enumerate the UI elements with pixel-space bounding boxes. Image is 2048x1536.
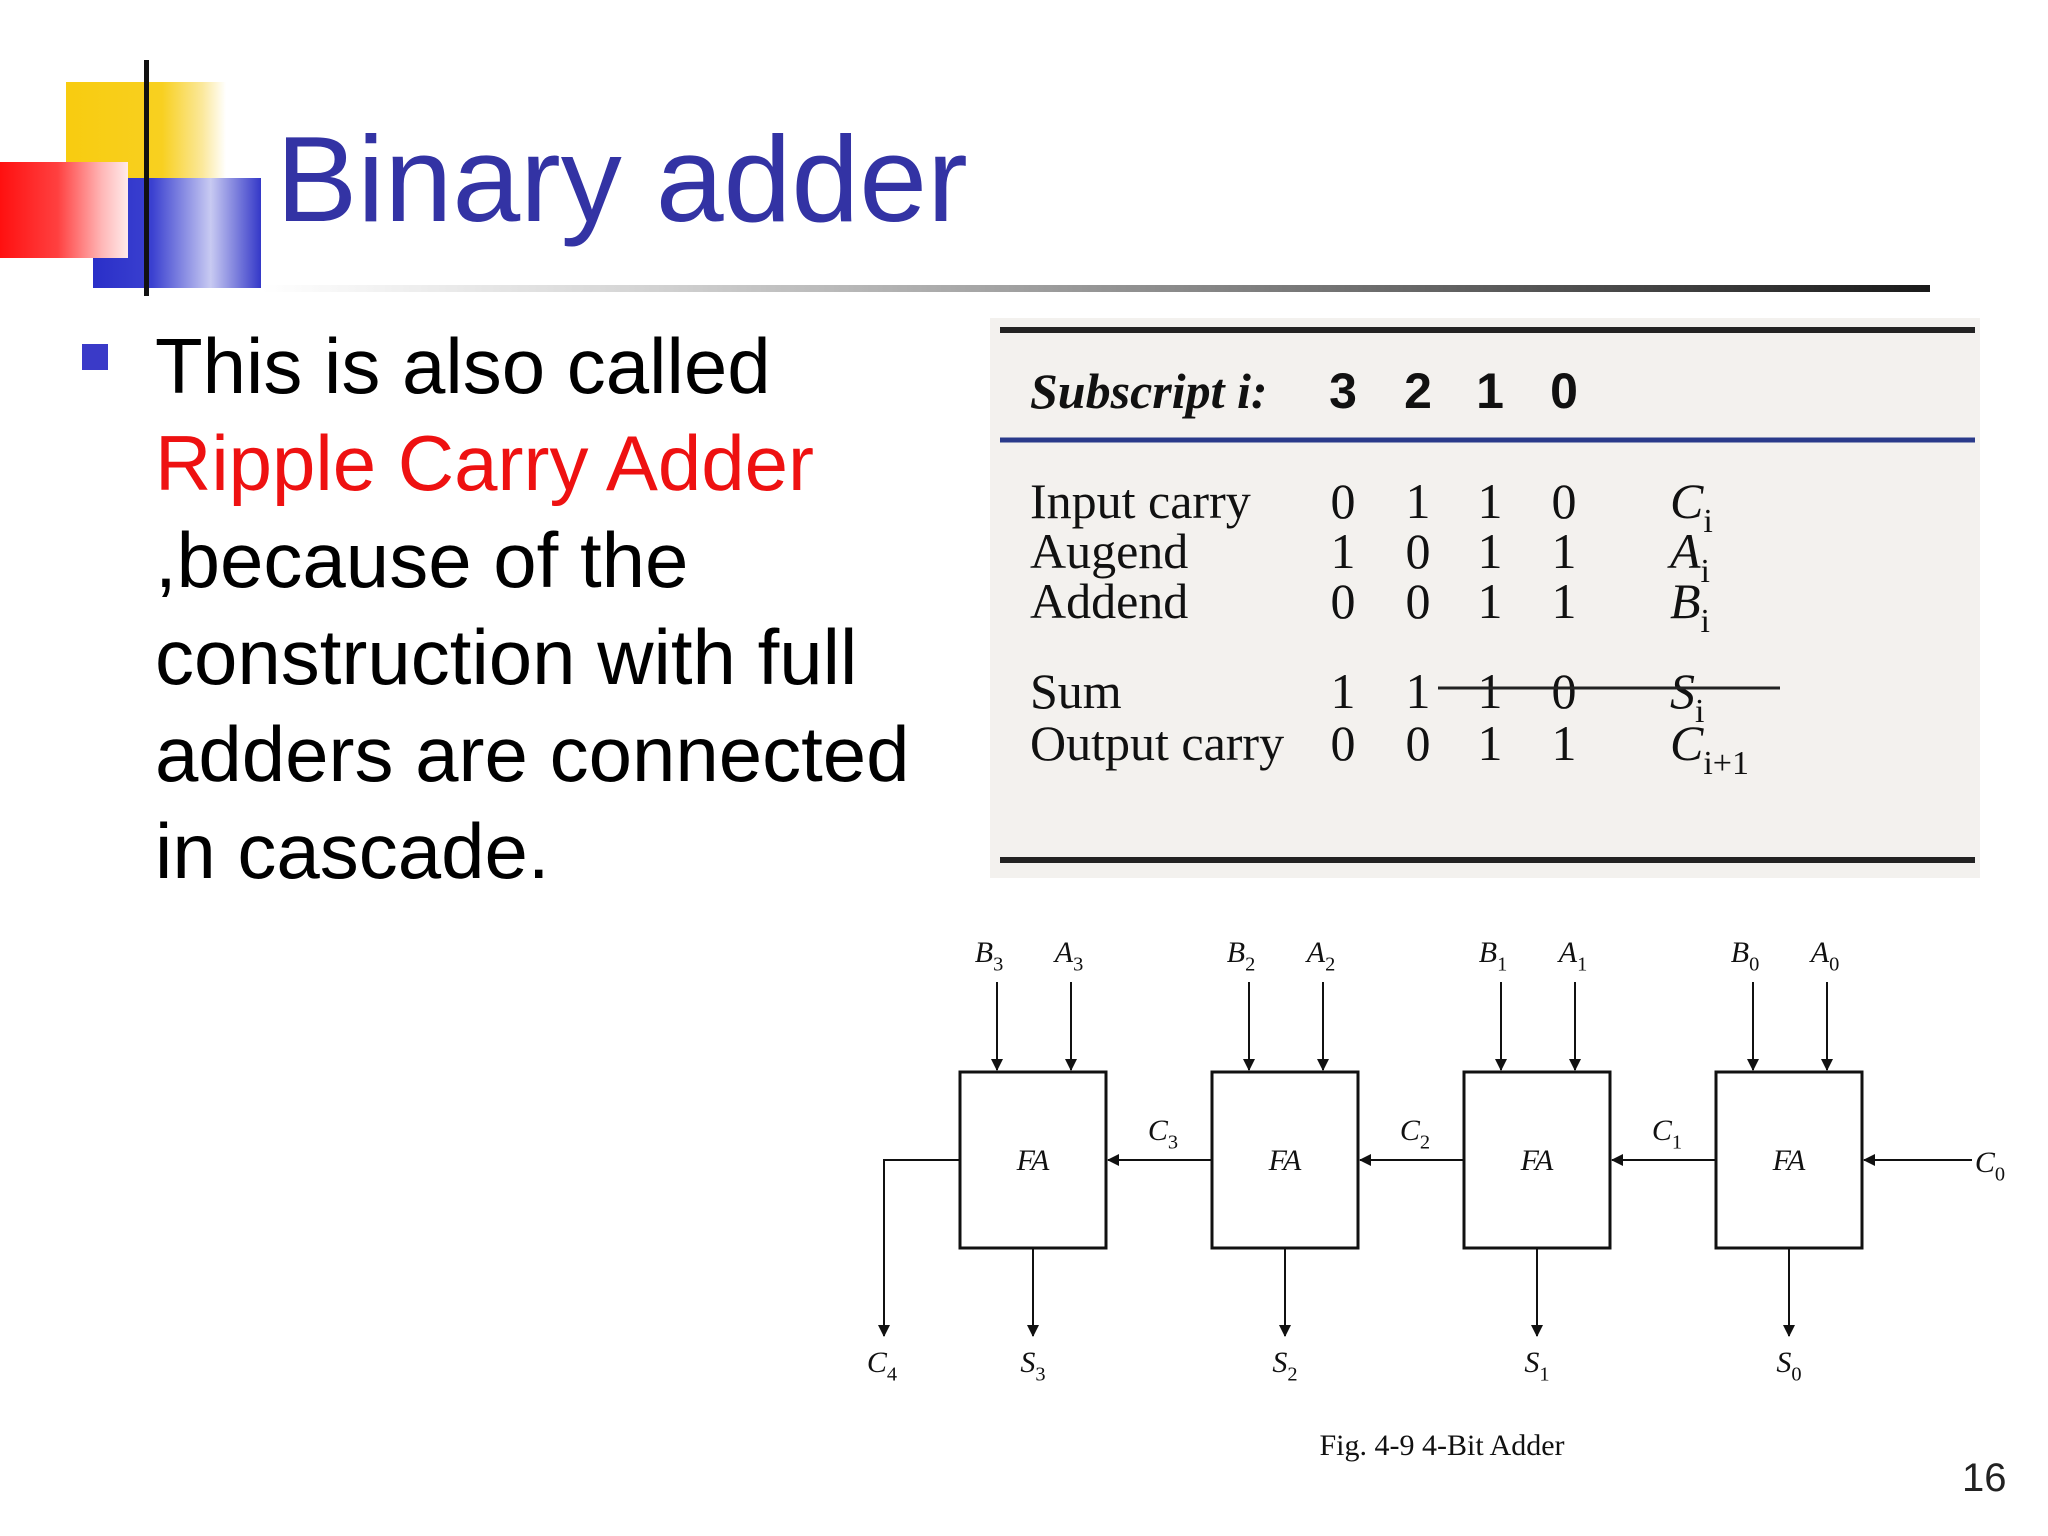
carry-out-arrow [878,1159,960,1337]
full-adder-label: FA [1520,1144,1554,1177]
table-cell: 1 [1552,523,1577,579]
logo-red-square [0,162,128,258]
title-underline [262,285,1930,292]
table-cell: 1 [1478,523,1503,579]
sum-label: S0 [1776,1346,1801,1385]
table-cell: 1 [1406,663,1431,719]
table-subscript-0: 0 [1550,363,1578,419]
table-cell: 0 [1406,573,1431,629]
input-b-label: B2 [1227,936,1256,975]
table-cell: 1 [1406,473,1431,529]
table-cell: 1 [1478,473,1503,529]
table-cell: 1 [1478,663,1503,719]
carry-label: C3 [1148,1114,1178,1153]
carry-label: C2 [1400,1114,1430,1153]
table-cell: 1 [1552,715,1577,771]
table-row-symbol: Ci [1670,473,1713,540]
table-row-label: Input carry [1030,473,1251,529]
table-row-label: Addend [1030,573,1188,629]
carry-out-label: C4 [867,1346,897,1385]
table-cell: 0 [1552,473,1577,529]
table-subscript-2: 2 [1404,363,1432,419]
input-a-label: A0 [1809,936,1840,975]
bullet-text-after: ,because of the construction with full a… [155,516,910,895]
carry-in-label: C0 [1975,1146,2005,1185]
logo-vertical-line [144,60,149,296]
sum-label: S2 [1272,1346,1297,1385]
bullet-square-icon [82,344,108,370]
full-adder-label: FA [1772,1144,1806,1177]
table-cell: 1 [1478,715,1503,771]
table-row-label: Sum [1030,663,1122,719]
table-row-label: Output carry [1030,715,1284,771]
bullet-text: This is also called Ripple Carry Adder ,… [155,318,915,900]
input-b-label: B0 [1731,936,1760,975]
table-cell: 0 [1331,715,1356,771]
full-adder-label: FA [1268,1144,1302,1177]
table-row-label: Augend [1030,523,1188,579]
table-row-symbol: Ai [1667,523,1710,590]
page-number: 16 [1962,1456,2007,1500]
table-cell: 1 [1478,573,1503,629]
bullet-text-before: This is also called [155,322,771,410]
input-a-label: A1 [1557,936,1588,975]
table-subscript-3: 3 [1329,363,1357,419]
input-b-label: B1 [1479,936,1508,975]
table-cell: 1 [1331,523,1356,579]
input-b-label: B3 [975,936,1004,975]
slide-title: Binary adder [276,111,968,247]
table-cell: 0 [1331,573,1356,629]
input-a-label: A3 [1053,936,1084,975]
table-cell: 0 [1552,663,1577,719]
input-a-label: A2 [1305,936,1336,975]
table-row-symbol: Bi [1670,573,1710,640]
carry-label: C1 [1652,1114,1682,1153]
sum-label: S1 [1524,1346,1549,1385]
table-cell: 1 [1331,663,1356,719]
bullet-highlight: Ripple Carry Adder [155,419,814,507]
table-cell: 0 [1406,715,1431,771]
table-cell: 0 [1406,523,1431,579]
table-header-label: Subscript i: [1030,363,1268,419]
table-row-symbol: Si [1670,663,1704,730]
table-cell: 0 [1331,473,1356,529]
table-row-symbol: Ci+1 [1670,715,1749,782]
figure-caption: Fig. 4-9 4-Bit Adder [1320,1429,1565,1462]
table-subscript-1: 1 [1476,363,1504,419]
full-adder-label: FA [1016,1144,1050,1177]
sum-label: S3 [1020,1346,1045,1385]
table-cell: 1 [1552,573,1577,629]
